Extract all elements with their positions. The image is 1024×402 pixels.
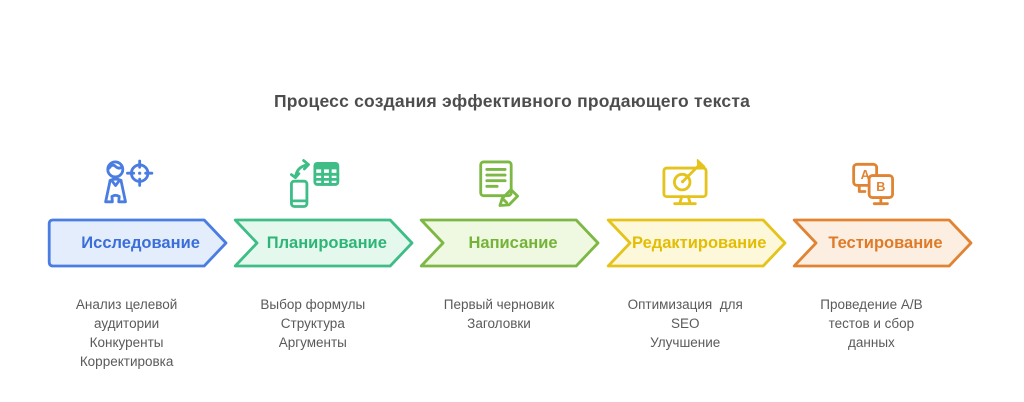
person-target-icon — [47, 148, 206, 218]
stage-description: Оптимизация для SEO Улучшение — [627, 297, 743, 350]
stage-planning: Планирование Выбор формулы Структура Арг… — [233, 148, 414, 371]
stage-arrow: Планирование — [233, 218, 414, 268]
document-pencil-icon — [419, 148, 578, 218]
stage-arrow: Написание — [419, 218, 600, 268]
page-title: Процесс создания эффективного продающего… — [273, 91, 751, 111]
stage-row: Исследование Анализ целевой аудитории Ко… — [47, 148, 973, 371]
stage-label: Написание — [468, 233, 558, 252]
svg-text:A: A — [861, 168, 870, 182]
svg-text:B: B — [877, 180, 886, 194]
phone-to-table-icon — [233, 148, 392, 218]
stage-description: Анализ целевой аудитории Конкуренты Корр… — [75, 297, 178, 369]
stage-arrow: Редактирование — [606, 218, 787, 268]
stage-testing: A B Тестирование Проведение A/B тестов и… — [792, 148, 973, 371]
ab-test-monitors-icon: A B — [792, 148, 951, 218]
monitor-dart-icon — [606, 148, 765, 218]
stage-arrow: Исследование — [47, 218, 228, 268]
stage-research: Исследование Анализ целевой аудитории Ко… — [47, 148, 228, 371]
chevron-shape — [792, 218, 973, 268]
stage-description: Проведение A/B тестов и сбор данных — [820, 297, 923, 350]
chevron-shape — [234, 218, 414, 268]
stage-arrow: Тестирование — [792, 218, 973, 268]
stage-label: Редактирование — [631, 233, 767, 252]
stage-label: Исследование — [81, 233, 200, 252]
chevron-shape — [420, 218, 600, 268]
stage-description: Выбор формулы Структура Аргументы — [260, 297, 366, 350]
stage-writing: Написание Первый черновик Заголовки — [419, 148, 600, 371]
stage-label: Тестирование — [828, 233, 943, 252]
stage-editing: Редактирование Оптимизация для SEO Улучш… — [606, 148, 787, 371]
stage-description: Первый черновик Заголовки — [443, 297, 555, 331]
stage-label: Планирование — [266, 233, 387, 252]
chevron-shape — [606, 218, 787, 268]
chevron-shape — [47, 218, 228, 268]
